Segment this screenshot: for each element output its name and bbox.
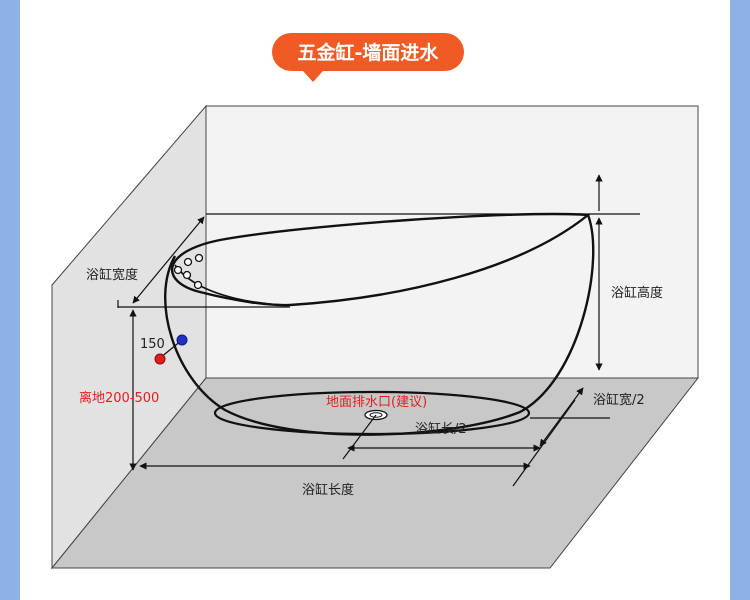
control-hole <box>183 257 193 267</box>
floor <box>50 377 700 569</box>
cold-inlet <box>176 334 188 346</box>
room-box <box>50 104 700 570</box>
labels: 浴缸宽度 浴缸高度 浴缸长度 浴缸宽/2 浴缸长/2 150 离地200-500… <box>79 267 663 498</box>
floor-drain-label: 地面排水口(建议) <box>326 395 427 410</box>
back-wall <box>205 105 699 379</box>
control-hole <box>173 265 183 275</box>
tub-base <box>213 390 531 436</box>
title-badge: 五金缸-墙面进水 <box>272 33 464 82</box>
control-hole <box>194 253 204 263</box>
control-hole <box>193 280 203 290</box>
tub-length-label: 浴缸长度 <box>302 482 354 498</box>
tub-height-label: 浴缸高度 <box>611 285 663 301</box>
water-inlets <box>154 334 188 365</box>
hot-inlet <box>154 353 166 365</box>
title-text: 五金缸-墙面进水 <box>298 41 440 64</box>
half-width-arrow <box>539 387 584 447</box>
tub-width-label: 浴缸宽度 <box>86 267 138 283</box>
inlet-offset-label: 150 <box>140 337 165 352</box>
control-hole <box>182 270 192 280</box>
half-length-label: 浴缸长/2 <box>415 421 467 437</box>
floor-height-label: 离地200-500 <box>79 390 159 406</box>
half-width-label: 浴缸宽/2 <box>593 392 645 408</box>
width-arrow <box>132 216 205 304</box>
floor-drain <box>342 409 388 460</box>
